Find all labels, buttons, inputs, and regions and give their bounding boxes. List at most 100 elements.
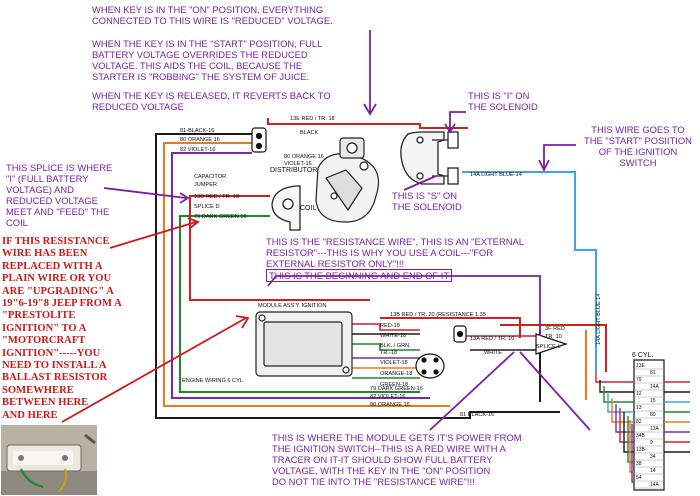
- annotation-upgrade-warning: IF THIS RESISTANCE WIRE HAS BEEN REPLACE…: [2, 236, 152, 422]
- warning-line-6: 19"6-19"8 JEEP FROM A: [2, 298, 122, 310]
- label-white-18: WHITE-18: [380, 333, 406, 339]
- label-capacitor: CAPACITOR: [194, 174, 226, 180]
- arrow-here-1: [109, 221, 197, 249]
- arrow-i-solenoid: [449, 111, 466, 130]
- six-cyl-label: 6 CYL.: [632, 352, 653, 359]
- annotation-start-wire: THIS WIRE GOES TO THE "START" POSIITION …: [578, 124, 698, 168]
- annotation-i-solenoid: THIS IS "I" ON THE SOLENOID: [468, 90, 568, 112]
- label-violet-18: VIOLET-18: [380, 360, 408, 366]
- warning-line-10: IGNITION"-----YOU: [2, 347, 101, 359]
- warning-line-2: WIRE HAS BEEN: [2, 248, 88, 260]
- connector-pin-label: 14A: [650, 384, 660, 390]
- key-on-line-1: WHEN KEY IS IN THE "ON" POSITION, EVERYT…: [92, 4, 324, 15]
- label-13d-red: 13D RED / TR. 18: [194, 194, 239, 200]
- ballast-resistor-image: [1, 425, 97, 495]
- connector-pin-label: 82: [636, 419, 642, 425]
- label-white: WHITE: [484, 350, 502, 356]
- label-79-bottom: 79 DARK GREEN-16: [370, 386, 423, 392]
- annotation-splice: THIS SPLICE IS WHERE "I" (FULL BATTERY V…: [6, 162, 124, 228]
- wire-82-violet: [171, 152, 430, 399]
- warning-line-13: SOMEWHERE: [2, 384, 74, 396]
- arrow-here-2: [61, 317, 247, 423]
- label-orange-18: ORANGE-18: [380, 371, 412, 377]
- wire-79-dark-green: [179, 215, 420, 393]
- resistance-line-1: THIS IS THE "RESISTANCE WIRE", THIS IS A…: [266, 236, 524, 247]
- connector-pin-label: 34B: [636, 433, 646, 439]
- distributor-drawing: [315, 137, 380, 223]
- warning-line-14: BETWEEN HERE: [2, 397, 89, 409]
- splice-line-3: VOLTAGE) AND: [6, 184, 74, 195]
- warning-line-5: ARE "UPGRADING" A: [2, 285, 114, 297]
- connector-pin-label: 79: [636, 377, 642, 383]
- warning-line-8: IGNITION" TO A: [2, 322, 87, 334]
- wire-13e-red: [267, 118, 468, 129]
- connector-pin-label: 34: [650, 454, 656, 460]
- coil-label: COIL: [300, 205, 316, 212]
- label-13a: 13A RED / TR. 10: [470, 336, 514, 342]
- start-wire-line-4: SWITCH: [619, 157, 657, 168]
- label-14a-light-blue: 14A LIGHT BLUE-14: [470, 172, 522, 178]
- splice-line-6: COIL: [6, 217, 28, 228]
- annotation-key-start: WHEN THE KEY IS IN THE "START" POSITION,…: [92, 38, 412, 82]
- annotation-module-power: THIS IS WHERE THE MODULE GETS IT'S POWER…: [272, 432, 612, 487]
- connector-pin-label: 14: [650, 468, 656, 474]
- warning-line-11: NEED TO INSTALL A: [2, 360, 107, 372]
- module-power-line-4: VOLTAGE, WITH THE KEY IN THE "ON" POSITI…: [272, 465, 491, 476]
- connector-pin-label: 13E: [636, 363, 646, 369]
- label-80-bottom: 80 ORANGE 16: [370, 402, 410, 408]
- label-82-violet: 82 VIOLET-16: [180, 147, 215, 153]
- ignition-module-drawing: [255, 311, 353, 377]
- key-start-line-2: BATTERY VOLTAGE OVERRIDES THE REDUCED: [92, 49, 308, 60]
- distributor-label: DISTRIBUTOR: [270, 167, 317, 174]
- module-power-line-2: THE IGNITION SWITCH--THIS IS A RED WIRE …: [272, 443, 506, 454]
- key-released-line-1: WHEN THE KEY IS RELEASED, IT REVERTS BAC…: [92, 90, 331, 101]
- i-solenoid-line-1: THIS IS "I" ON: [468, 90, 530, 101]
- label-black: BLACK: [300, 130, 319, 136]
- module-power-line-5: DO NOT TIE INTO THE "RESISTANCE WIRE"!!!: [272, 476, 475, 487]
- label-80-orange: 80 ORANGE 16: [180, 137, 220, 143]
- connector-bundle: [595, 372, 690, 483]
- annotation-s-solenoid: THIS IS "S" ON THE SOLENOID: [392, 190, 492, 212]
- key-released-line-2: REDUCED VOLTAGE: [92, 101, 184, 112]
- connector-pin-label: 81: [650, 370, 656, 376]
- key-start-line-1: WHEN THE KEY IS IN THE "START" POSITION,…: [92, 38, 323, 49]
- annotation-resistance-wire: THIS IS THE "RESISTANCE WIRE", THIS IS A…: [266, 236, 566, 269]
- splice-line-5: MEET AND "FEED" THE: [6, 206, 110, 217]
- module-power-line-1: THIS IS WHERE THE MODULE GETS IT'S POWER…: [272, 432, 522, 443]
- harness-wires: [155, 118, 607, 419]
- label-tr-18: TR.-18: [380, 350, 397, 356]
- top-connector: [251, 127, 267, 153]
- label-3f-red: 3F RED: [545, 326, 565, 332]
- label-splice-d: SPLICE D: [194, 204, 220, 210]
- wire-81-black: [155, 133, 560, 419]
- arrow-splice: [103, 187, 187, 199]
- label-engine-wiring: ENGINE WIRING 6 CYL.: [182, 378, 245, 384]
- ballast-resistor-photo: [1, 425, 97, 495]
- warning-line-12: BALLAST RESISTOR: [2, 372, 108, 384]
- connector-pin-label: 12: [636, 391, 642, 397]
- label-82-bottom: 82 VIOLET-16: [370, 394, 405, 400]
- key-start-line-3: VOLTAGE. THIS AIDS THE COIL, BECAUSE THE: [92, 60, 303, 71]
- label-splice-l: SPLICE L: [536, 344, 561, 350]
- resistance-line-3: EXTERNAL RESISTOR ONLY"!!!: [266, 258, 405, 269]
- key-start-line-4: STARTER IS "ROBBING" THE SYSTEM OF JUICE…: [92, 71, 310, 82]
- label-green-18: GREEN-18: [380, 382, 408, 388]
- start-wire-line-1: THIS WIRE GOES TO: [591, 124, 685, 135]
- component-labels: DISTRIBUTOR COIL 6 CYL.: [270, 167, 653, 359]
- wire-14a-light-blue: [462, 171, 597, 372]
- wire-blk-grn: [352, 343, 420, 351]
- arrow-start-wire: [543, 144, 576, 168]
- label-79-dark-green: 79 DARK GREEN 16: [194, 214, 247, 220]
- label-13e-red: 13E RED / TR. 18: [290, 116, 335, 122]
- warning-line-15: AND HERE: [2, 409, 58, 421]
- connector-pin-label: 80: [650, 412, 656, 418]
- warning-arrows: [61, 217, 250, 423]
- annotation-beginning-end: THIS IS THE BEGINNING AND END OF IT: [266, 269, 453, 282]
- six-cyl-connector: 13E817914A121513808213A34B913B3438145414…: [633, 359, 665, 491]
- warning-line-1: IF THIS RESISTANCE: [2, 236, 110, 247]
- label-blk-grn: BLK. / GRN.: [380, 343, 411, 349]
- label-81-bottom: 81 BLACK-16: [460, 412, 494, 418]
- warning-line-9: "MOTORCRAFT: [2, 335, 86, 347]
- wire-13d-red: [189, 195, 370, 301]
